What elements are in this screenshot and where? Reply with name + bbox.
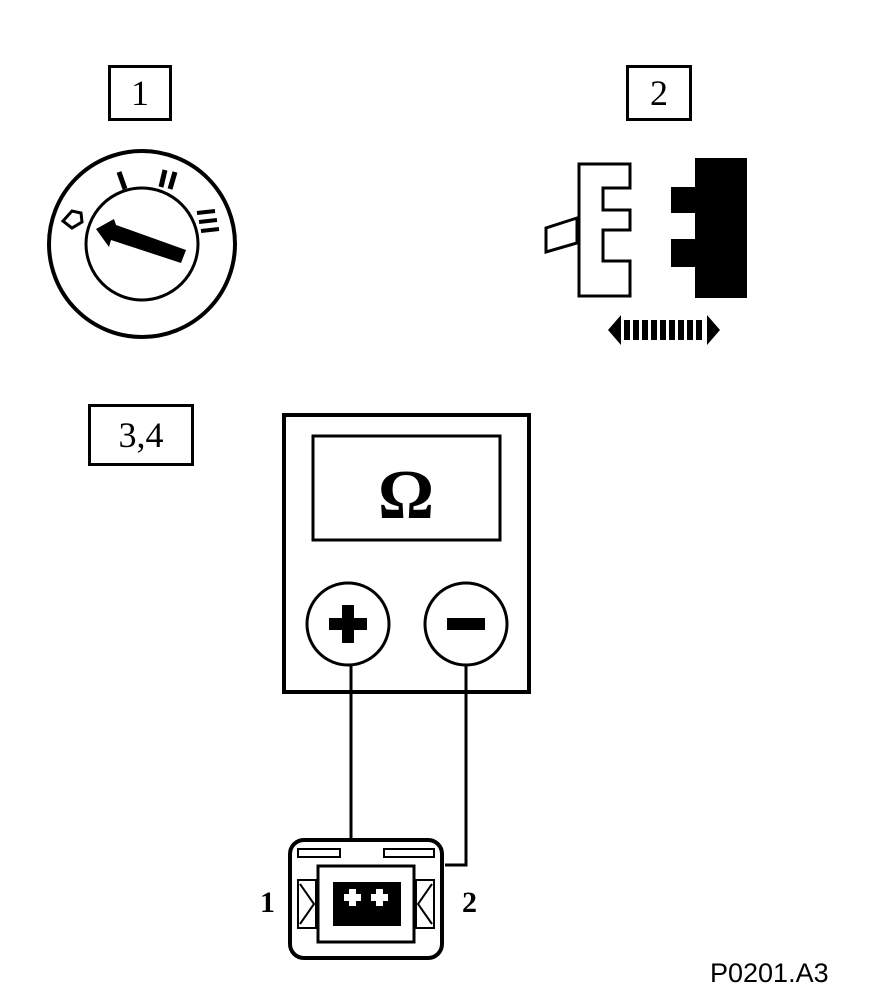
ohm-symbol: Ω bbox=[378, 457, 434, 534]
multimeter-display bbox=[311, 434, 502, 542]
pin-2-icon bbox=[371, 889, 388, 906]
arrow-right-icon bbox=[707, 315, 720, 345]
pin-1-icon bbox=[344, 889, 361, 906]
pin-1-label: 1 bbox=[260, 886, 275, 919]
female-connector-half bbox=[671, 158, 747, 298]
multimeter: Ω bbox=[282, 413, 531, 694]
arrow-left-icon bbox=[608, 315, 621, 345]
step-3-4-label: 3,4 bbox=[118, 415, 164, 455]
step-2-box: 2 bbox=[626, 65, 692, 121]
step-3-4-box: 3,4 bbox=[88, 404, 194, 466]
step-1-box: 1 bbox=[108, 65, 172, 121]
male-connector-half bbox=[577, 162, 632, 298]
position-1-mark bbox=[116, 171, 128, 190]
connector-disconnect-icon bbox=[544, 158, 747, 345]
step-2-label: 2 bbox=[650, 73, 668, 113]
key-pointer-arrow bbox=[96, 219, 186, 263]
connector-under-test-icon bbox=[288, 838, 444, 960]
ignition-switch-icon bbox=[47, 149, 237, 339]
position-0-mark bbox=[60, 209, 84, 230]
negative-lead bbox=[445, 665, 468, 867]
pin-2-label: 2 bbox=[462, 886, 477, 919]
step-1-label: 1 bbox=[131, 73, 149, 113]
reference-code: P0201.A3 bbox=[710, 958, 829, 988]
